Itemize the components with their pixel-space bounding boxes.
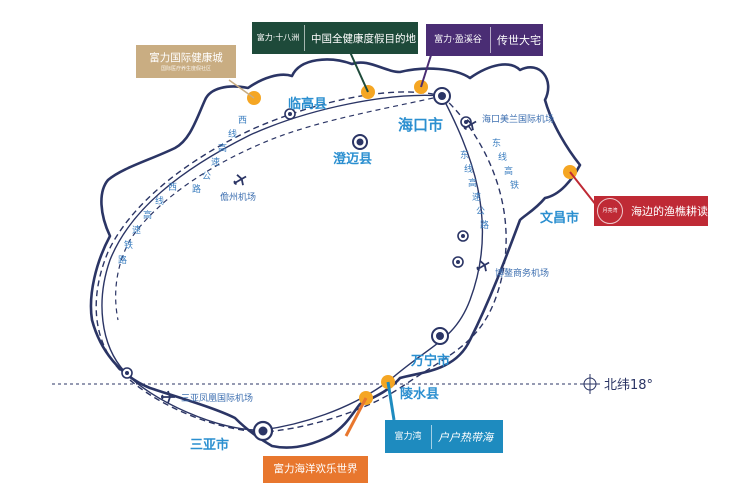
svg-text:线: 线 [498,151,507,163]
svg-text:速: 速 [132,225,141,236]
callout-health-resort-title: 中国全健康度假目的地 [311,32,416,45]
svg-text:公: 公 [476,206,485,217]
highway-loop-dashed [95,91,507,433]
route-node [452,256,464,268]
callout-health-city-sub: 国际医疗养生度假社区 [160,66,211,72]
callout-fishing-title: 海边的渔樵耕读 [631,205,708,218]
city-label-lingao: 临高县 [288,96,327,112]
callout-fulibay-title: 户户热带海 [438,430,493,444]
airplane-icon-danzhou [233,174,247,186]
route-node [457,230,469,242]
highway-loop-solid [101,94,484,431]
callout-yingxigu[interactable]: 富力·盈溪谷 传世大宅 [426,24,543,56]
callout-health-city-title: 富力国际健康城 [149,52,223,64]
svg-text:高: 高 [468,177,477,189]
route-node [121,367,133,379]
svg-text:西: 西 [168,182,177,193]
svg-text:公: 公 [202,171,211,182]
latitude-label: 北纬18° [604,378,653,393]
callout-health-city[interactable]: 富力国际健康城 国际医疗养生度假社区 [136,45,236,78]
airport-label-danzhou: 儋州机场 [220,191,256,203]
city-label-haikou: 海口市 [398,116,443,134]
svg-text:铁: 铁 [510,179,519,191]
svg-text:高: 高 [504,165,513,177]
svg-text:铁: 铁 [124,239,133,251]
callout-yingxigu-title: 传世大宅 [497,34,541,47]
svg-text:东: 东 [460,149,469,161]
city-label-chengmai: 澄迈县 [333,151,372,167]
svg-text:路: 路 [480,219,489,231]
callout-ocean-world[interactable]: 富力海洋欢乐世界 [263,456,368,483]
callout-fishing-logo: 月亮湾 [597,198,623,224]
city-label-sanya: 三亚市 [190,437,229,453]
svg-text:速: 速 [472,192,481,203]
city-label-wenchang: 文昌市 [540,210,579,226]
svg-text:西: 西 [238,115,247,126]
city-marker-wanning [431,327,449,345]
city-marker-chengmai [352,134,368,150]
svg-text:高: 高 [143,209,152,221]
route-node [460,116,472,128]
west-rail-label: 西 线 高 速 铁 路 [118,182,177,266]
callout-yingxigu-logo: 富力·盈溪谷 [426,27,491,53]
svg-text:线: 线 [464,163,473,175]
west-rail [115,95,443,321]
callout-fishing[interactable]: 月亮湾 海边的渔樵耕读 [594,196,708,226]
callout-ocean-world-title: 富力海洋欢乐世界 [273,463,358,475]
airplane-icon-meilan [463,119,477,131]
airplane-icon-fenghuang [161,390,175,404]
callout-fishing-logo-text: 月亮湾 [602,208,618,214]
city-label-lingshui: 陵水县 [400,386,439,402]
airport-label-meilan: 海口美兰国际机场 [482,113,554,125]
west-highway-label: 西 线 高 速 公 路 [192,115,247,195]
svg-text:路: 路 [118,254,127,266]
east-rail-label: 东 线 高 铁 [492,137,519,191]
callout-health-resort[interactable]: 富力·十八洲 中国全健康度假目的地 [252,22,418,54]
airport-label-boao: 博鳌商务机场 [495,267,549,279]
svg-text:路: 路 [192,183,201,195]
svg-text:速: 速 [211,157,220,168]
east-highway-label: 东 线 高 速 公 路 [460,149,489,231]
callout-fulibay-logo: 富力湾 [385,424,432,449]
svg-text:线: 线 [228,128,237,140]
city-marker-haikou [433,87,451,105]
city-label-wanning: 万宁市 [410,353,450,369]
airport-label-fenghuang: 三亚凤凰国际机场 [181,392,253,404]
svg-text:东: 东 [492,137,501,149]
route-node [284,108,296,120]
svg-text:高: 高 [218,142,227,154]
callout-fulibay[interactable]: 富力湾 户户热带海 [385,420,503,453]
svg-text:线: 线 [155,195,164,207]
island-outline [89,58,582,449]
callout-health-resort-logo: 富力·十八洲 [252,25,305,51]
city-marker-sanya [252,420,274,442]
airplane-icon-boao [476,260,490,272]
